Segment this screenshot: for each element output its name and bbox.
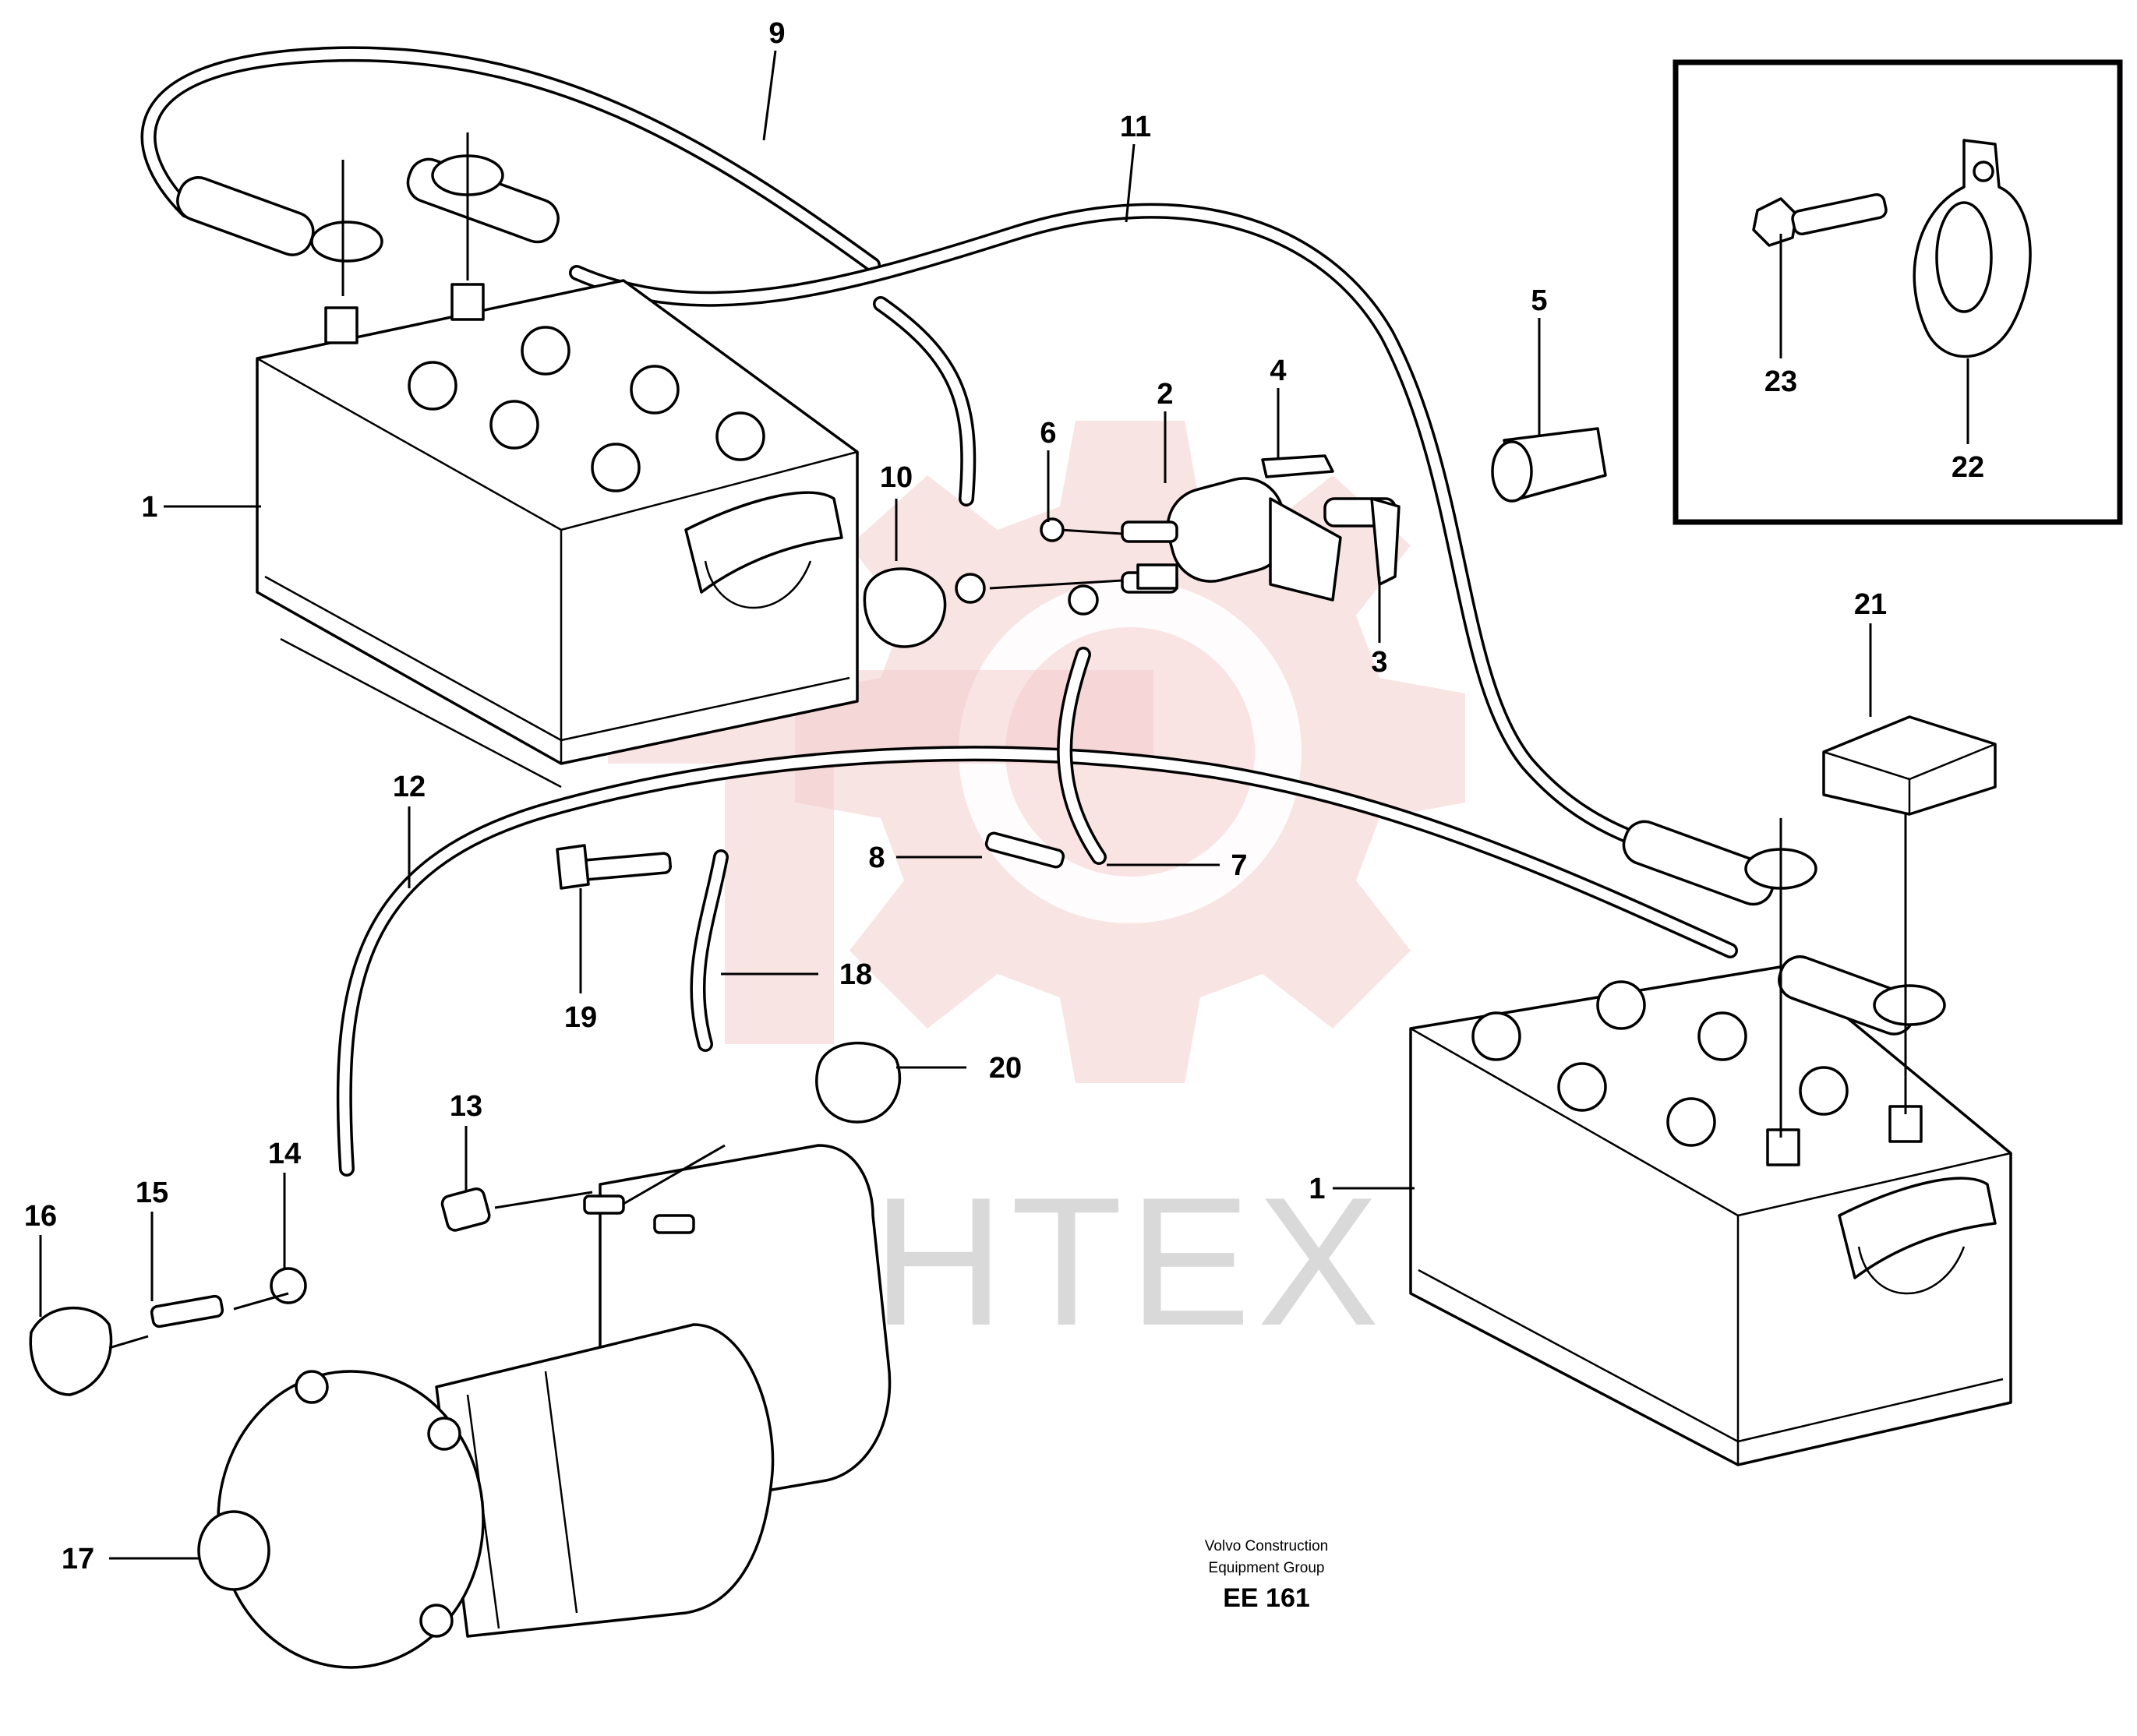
footer-line-1: Volvo Construction	[1205, 1538, 1328, 1554]
item-21-cover	[1822, 715, 1997, 816]
small-hardware	[29, 831, 1065, 1396]
callout-14: 14	[268, 1138, 301, 1170]
callout-10: 10	[880, 461, 913, 494]
battery-main-switch	[863, 454, 1401, 648]
callout-1-right: 1	[1309, 1173, 1325, 1205]
callout-12: 12	[393, 771, 426, 803]
callout-16: 16	[24, 1200, 57, 1233]
callout-labels: 1 1 2 3 4 5 6 7 8 9 10 11 12 13 14 15 16…	[24, 17, 1984, 1575]
cable-7	[1057, 647, 1107, 865]
callout-13: 13	[450, 1090, 482, 1123]
diagram-code: EE 161	[1223, 1583, 1310, 1613]
cable-9	[140, 46, 977, 506]
starter-motor	[197, 1144, 892, 1669]
callout-3: 3	[1371, 646, 1387, 679]
callout-5: 5	[1531, 284, 1547, 317]
callout-22: 22	[1952, 451, 1984, 484]
cable-12	[336, 746, 1738, 1177]
callout-9: 9	[768, 17, 785, 50]
terminal-clamps	[176, 132, 1946, 1138]
callout-21: 21	[1854, 588, 1887, 621]
cable-11	[569, 203, 1722, 873]
callout-7: 7	[1231, 849, 1247, 882]
callout-15: 15	[136, 1177, 168, 1209]
diagram-footer: Volvo Construction Equipment Group EE 16…	[1205, 1538, 1328, 1613]
callout-18: 18	[839, 958, 872, 991]
battery-left	[256, 279, 859, 789]
battery-right	[1409, 965, 2012, 1466]
inset-box	[1673, 59, 2123, 525]
callout-17: 17	[62, 1543, 94, 1575]
callout-2: 2	[1157, 378, 1173, 411]
callout-23: 23	[1764, 365, 1797, 398]
leader-lines	[39, 50, 1969, 1560]
callout-20: 20	[989, 1052, 1022, 1085]
callout-6: 6	[1040, 417, 1056, 450]
item-5-cap	[1491, 427, 1607, 503]
callout-4: 4	[1270, 355, 1286, 387]
cable-18	[690, 849, 729, 1052]
callout-11: 11	[1120, 111, 1151, 143]
callout-19: 19	[564, 1001, 597, 1034]
callout-1-left: 1	[141, 491, 157, 524]
footer-line-2: Equipment Group	[1209, 1560, 1325, 1576]
callout-8: 8	[868, 842, 885, 874]
